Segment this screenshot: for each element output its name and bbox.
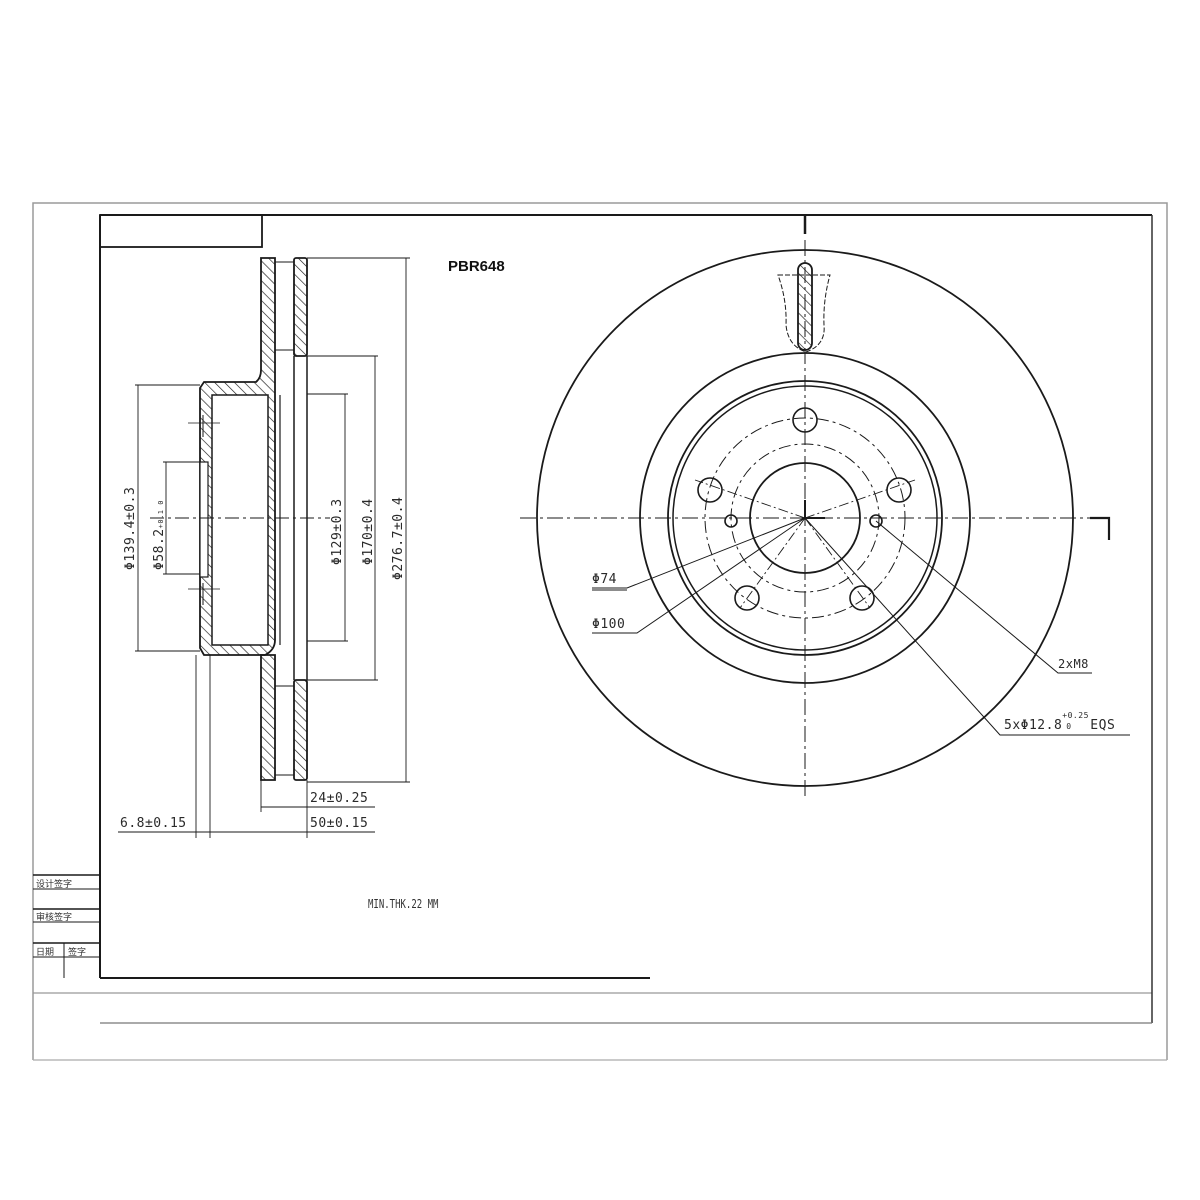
dim-vent-inner-diameter: Φ170±0.4 — [361, 498, 376, 565]
title-block-row-4: 签字 — [68, 948, 87, 958]
dim-hat-height: 50±0.15 — [310, 816, 369, 831]
bolt-holes-tol-lower: 0 — [1066, 722, 1072, 731]
section-view — [118, 257, 410, 838]
front-view — [520, 216, 1130, 800]
dim-center-bore: Φ58.2+0.1 0 — [152, 500, 167, 570]
callout-bolt-holes: 5xΦ12.8+0.25 0 EQS — [1004, 711, 1116, 733]
dim-center-bore-tol: +0.1 0 — [157, 500, 165, 529]
callout-pcd-small: Φ74 — [592, 572, 617, 587]
dim-disc-thickness: 24±0.25 — [310, 791, 369, 806]
title-block — [33, 874, 100, 978]
inner-frame — [99, 214, 1153, 1024]
bolt-holes-suffix: EQS — [1090, 718, 1116, 733]
dim-inner-friction-diameter: Φ129±0.3 — [330, 498, 345, 565]
part-number: PBR648 — [448, 258, 505, 275]
min-thickness-note: MIN.THK.22 MM — [368, 897, 439, 911]
title-block-row-3: 日期 — [36, 948, 55, 958]
title-block-row-2: 审核签字 — [36, 913, 73, 923]
callout-pcd-bolt: Φ100 — [592, 617, 626, 632]
dim-center-bore-value: Φ58.2 — [152, 528, 167, 570]
outer-frame — [32, 202, 1168, 1061]
title-block-row-1: 设计签字 — [36, 880, 73, 890]
dim-outer-diameter: Φ276.7±0.4 — [391, 496, 406, 580]
callout-threaded-holes: 2xM8 — [1058, 657, 1089, 671]
dim-hat-wall: 6.8±0.15 — [120, 816, 187, 831]
dim-hat-diameter: Φ139.4±0.3 — [123, 486, 138, 570]
bolt-holes-tol-upper: +0.25 — [1062, 711, 1089, 720]
bolt-holes-value: 5xΦ12.8 — [1004, 718, 1063, 733]
